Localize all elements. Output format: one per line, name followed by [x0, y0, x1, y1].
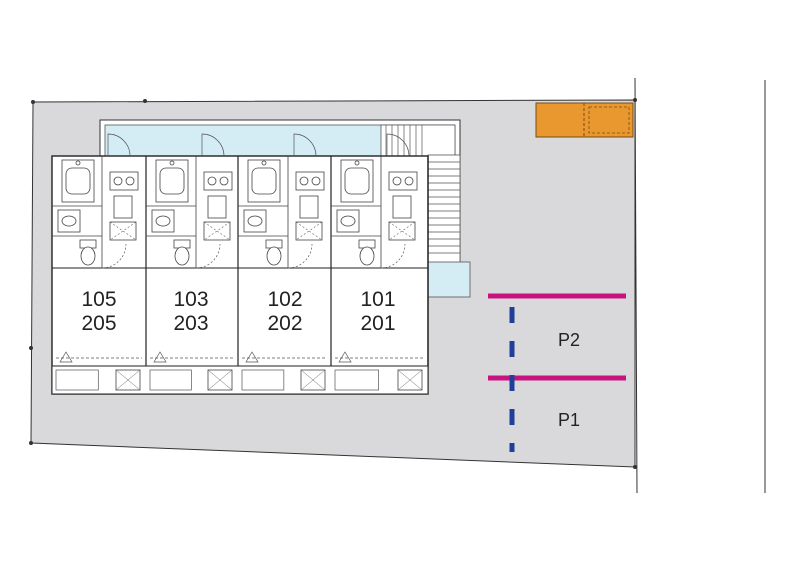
washbasin-bowl — [340, 215, 356, 227]
outdoor-unit-mark — [245, 351, 259, 363]
fridge-space — [295, 221, 323, 241]
storage-shed — [535, 102, 634, 138]
stove — [295, 171, 325, 191]
aircon-mark — [207, 369, 233, 391]
burner — [219, 176, 229, 186]
burner — [207, 176, 217, 186]
balcony-storage — [55, 369, 99, 391]
burner — [404, 176, 414, 186]
washbasin-bowl — [247, 215, 263, 227]
bath-tap — [261, 160, 267, 166]
interior-door — [287, 243, 313, 269]
bathtub-basin — [251, 167, 277, 195]
balcony-storage — [149, 369, 192, 391]
toilet-bowl — [266, 246, 282, 266]
unit-1 — [52, 133, 147, 391]
entrance-door — [386, 133, 410, 157]
fridge-mark — [388, 221, 416, 241]
toilet-bowl — [359, 246, 375, 266]
unit-3 — [238, 133, 332, 391]
fridge-mark — [203, 221, 231, 241]
aircon-mark — [115, 369, 141, 391]
aircon-mark — [397, 369, 423, 391]
interior-door — [101, 243, 127, 269]
unit-4 — [331, 133, 429, 391]
entrance-door — [293, 133, 317, 157]
unit-label-lower-3: 102 — [267, 288, 302, 311]
washbasin-bowl — [155, 215, 171, 227]
fridge-mark — [388, 221, 416, 241]
fridge-space — [109, 221, 137, 241]
unit-label-upper-4: 201 — [360, 312, 395, 335]
stove — [388, 171, 418, 191]
bath-tap — [354, 160, 360, 166]
site-boundary-lines — [29, 77, 766, 494]
entrance-door — [201, 133, 225, 157]
kitchen-sink — [113, 195, 133, 219]
unit-label-lower-1: 105 — [81, 288, 116, 311]
fridge-space — [203, 221, 231, 241]
fridge-mark — [295, 221, 323, 241]
outdoor-unit-mark — [59, 351, 73, 363]
fridge-space — [388, 221, 416, 241]
burner — [311, 176, 321, 186]
outdoor-unit-mark — [338, 351, 352, 363]
fridge-mark — [109, 221, 137, 241]
fridge-mark — [109, 221, 137, 241]
fridge-mark — [203, 221, 231, 241]
parking-label-p1: P1 — [558, 410, 580, 430]
bathtub-basin — [344, 167, 370, 195]
kitchen-sink — [207, 195, 227, 219]
balcony-storage — [334, 369, 380, 391]
unit-labels: 105 205 103 203 102 202 101 201 — [81, 288, 395, 335]
unit-label-upper-3: 202 — [267, 312, 302, 335]
washbasin-bowl — [61, 215, 77, 227]
burner — [299, 176, 309, 186]
bathtub-basin — [159, 167, 185, 195]
parking-area: P2 P1 — [488, 293, 626, 452]
toilet-bowl — [174, 246, 190, 266]
burner — [125, 176, 135, 186]
outdoor-unit-mark — [153, 351, 167, 363]
burner — [113, 176, 123, 186]
bathtub-basin — [65, 167, 91, 195]
unit-2 — [146, 133, 239, 391]
parking-label-p2: P2 — [558, 330, 580, 350]
entrance-door — [107, 133, 131, 157]
kitchen-sink — [392, 195, 412, 219]
exterior-stairs — [380, 124, 471, 298]
interior-door — [195, 243, 221, 269]
unit-label-lower-4: 101 — [360, 288, 395, 311]
bath-tap — [75, 160, 81, 166]
unit-label-lower-2: 103 — [173, 288, 208, 311]
toilet-bowl — [80, 246, 96, 266]
fridge-mark — [295, 221, 323, 241]
interior-door — [380, 243, 406, 269]
balcony-strip — [51, 365, 429, 395]
unit-label-upper-1: 205 — [81, 312, 116, 335]
balcony-storage — [241, 369, 285, 391]
unit-label-upper-2: 203 — [173, 312, 208, 335]
aircon-mark — [300, 369, 326, 391]
stove — [203, 171, 233, 191]
burner — [392, 176, 402, 186]
stove — [109, 171, 139, 191]
bath-tap — [169, 160, 175, 166]
kitchen-sink — [299, 195, 319, 219]
